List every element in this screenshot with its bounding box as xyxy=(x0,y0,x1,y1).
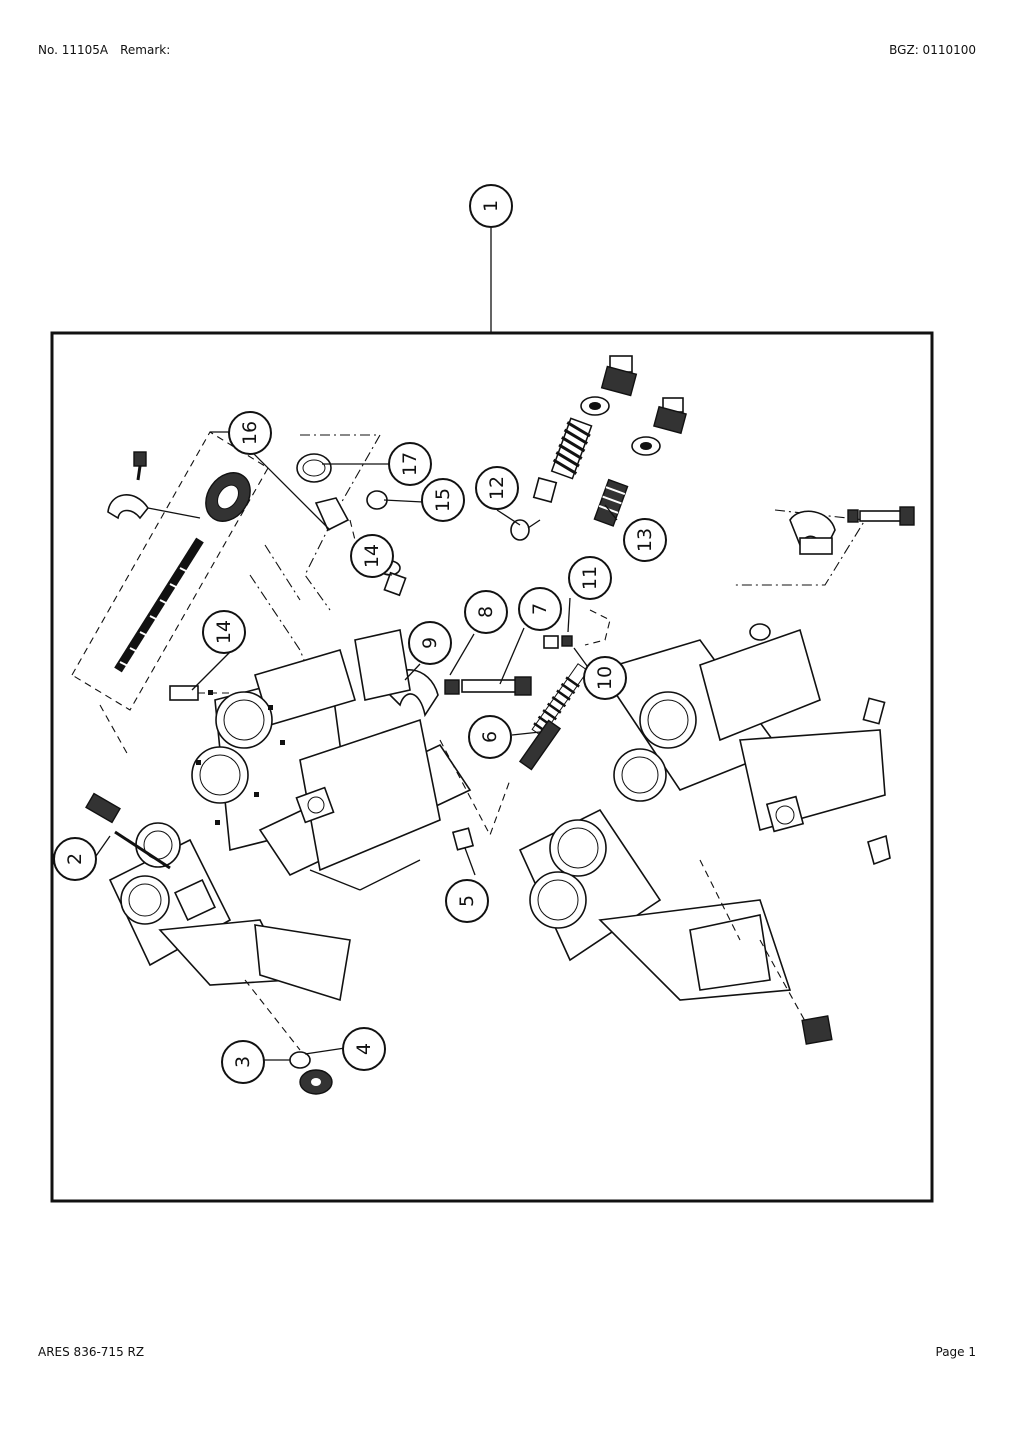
callout-10: 10 xyxy=(583,656,627,700)
callout-12: 12 xyxy=(475,466,519,510)
callout-11: 11 xyxy=(568,556,612,600)
svg-text:8: 8 xyxy=(475,606,497,618)
callout-2: 2 xyxy=(53,837,97,881)
upper-left-block xyxy=(169,434,472,891)
svg-text:16: 16 xyxy=(239,421,261,445)
svg-text:11: 11 xyxy=(579,566,601,590)
callout-5: 5 xyxy=(445,879,489,923)
svg-text:6: 6 xyxy=(479,731,501,743)
assembly-frame xyxy=(50,331,934,1203)
svg-text:1: 1 xyxy=(480,200,502,212)
footer-page-number: Page 1 xyxy=(935,1345,977,1359)
svg-text:10: 10 xyxy=(594,666,616,690)
callout-14-upper: 14 xyxy=(350,534,394,578)
remark-label: Remark: xyxy=(120,43,171,57)
header-doc-info: No. 11105A Remark: xyxy=(38,43,170,57)
svg-text:14: 14 xyxy=(361,544,383,568)
right-blocks xyxy=(518,506,915,1045)
svg-text:3: 3 xyxy=(232,1056,254,1068)
middle-parts xyxy=(439,609,611,876)
svg-text:13: 13 xyxy=(634,528,656,552)
callout-4: 4 xyxy=(342,1027,386,1071)
callout-8: 8 xyxy=(464,590,508,634)
svg-text:4: 4 xyxy=(353,1043,375,1055)
svg-text:14: 14 xyxy=(213,620,235,644)
callout-17: 17 xyxy=(388,442,432,486)
callout-16: 16 xyxy=(228,411,272,455)
footer-model: ARES 836-715 RZ xyxy=(38,1345,145,1359)
callout-14-lower: 14 xyxy=(202,610,246,654)
callout-7: 7 xyxy=(518,587,562,631)
svg-text:12: 12 xyxy=(486,476,508,500)
lower-left-block xyxy=(85,792,351,1095)
callout-3: 3 xyxy=(221,1040,265,1084)
callout-6: 6 xyxy=(468,715,512,759)
callout-9: 9 xyxy=(408,621,452,665)
svg-text:15: 15 xyxy=(432,488,454,512)
svg-text:17: 17 xyxy=(399,452,421,476)
valve-parts xyxy=(510,355,687,541)
document-number: No. 11105A xyxy=(38,43,109,57)
callout-1: 1 xyxy=(469,184,513,228)
bgz-code: BGZ: 0110100 xyxy=(889,43,976,57)
callout-15: 15 xyxy=(421,478,465,522)
svg-text:7: 7 xyxy=(529,603,551,615)
svg-text:9: 9 xyxy=(419,637,441,649)
svg-text:5: 5 xyxy=(456,895,478,907)
svg-text:2: 2 xyxy=(64,853,86,865)
callout-13: 13 xyxy=(623,518,667,562)
